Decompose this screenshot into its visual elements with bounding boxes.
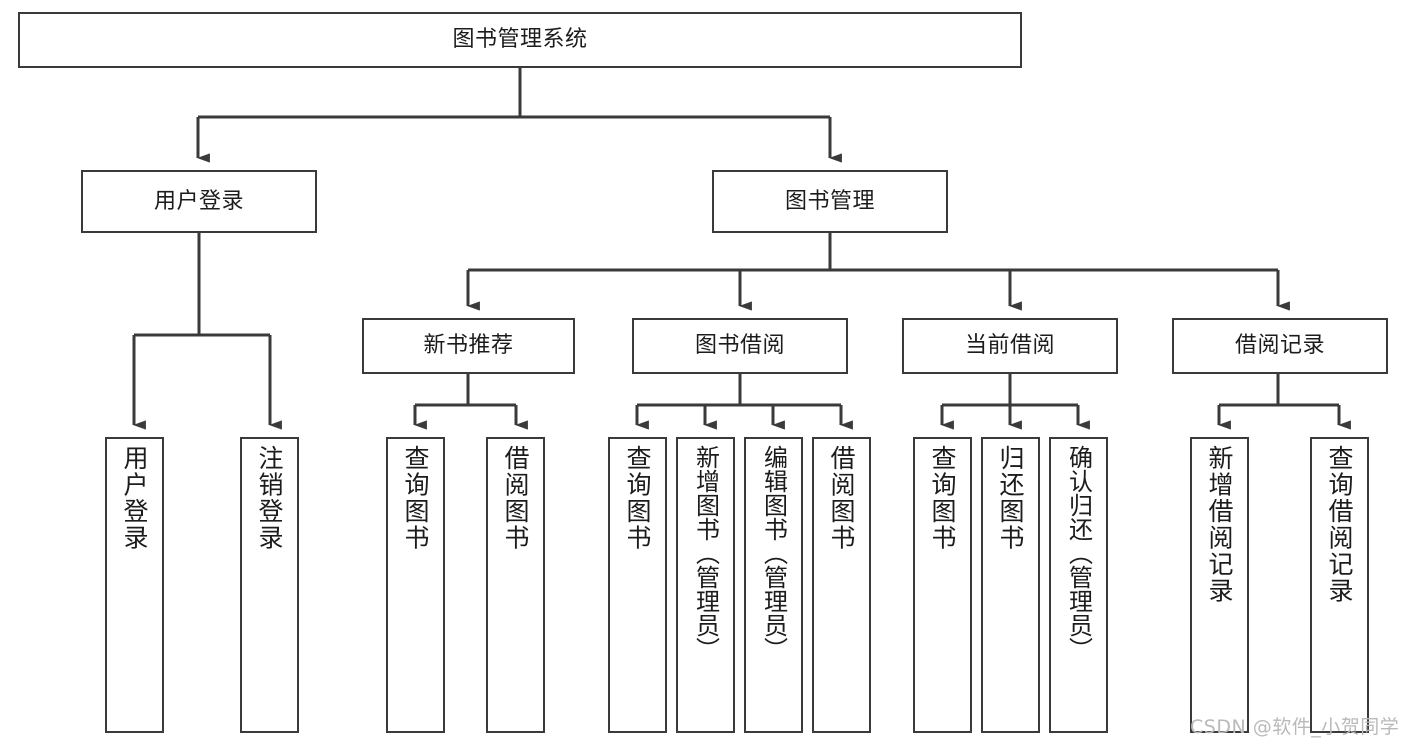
csdn-watermark: CSDN @软件_小贺同学 [1190,716,1400,738]
node-leaf-user-login-label: 用户登录 [120,445,149,551]
node-leaf-add-borrow-record-label: 新增借阅记录 [1205,445,1234,604]
node-book-manage-label: 图书管理 [784,188,875,214]
node-current-borrow[interactable]: 当前借阅 [902,318,1118,374]
node-root[interactable]: 图书管理系统 [18,12,1022,68]
node-user-login-label: 用户登录 [153,188,244,214]
node-root-label: 图书管理系统 [452,27,588,53]
node-leaf-borrow-book-recommend[interactable]: 借阅图书 [486,437,545,733]
node-leaf-add-borrow-record[interactable]: 新增借阅记录 [1190,437,1249,733]
node-leaf-return-book-label: 归还图书 [996,445,1025,551]
node-leaf-query-borrow-record[interactable]: 查询借阅记录 [1310,437,1369,733]
node-book-borrow-label: 图书借阅 [694,333,785,359]
node-borrow-record-label: 借阅记录 [1234,333,1325,359]
node-leaf-query-borrow-record-label: 查询借阅记录 [1325,445,1354,604]
node-leaf-query-book-recommend-label: 查询图书 [401,445,430,551]
node-leaf-confirm-return-admin[interactable]: 确认归还（管理员） [1049,437,1108,733]
node-user-login[interactable]: 用户登录 [81,170,317,233]
node-leaf-confirm-return-admin-label: 确认归还（管理员） [1064,445,1093,661]
node-borrow-record[interactable]: 借阅记录 [1172,318,1388,374]
node-leaf-user-login[interactable]: 用户登录 [105,437,164,733]
node-leaf-return-book[interactable]: 归还图书 [981,437,1040,733]
node-leaf-query-book-borrow[interactable]: 查询图书 [608,437,667,733]
node-book-borrow[interactable]: 图书借阅 [632,318,848,374]
node-leaf-edit-book-admin[interactable]: 编辑图书（管理员） [744,437,803,733]
node-book-manage[interactable]: 图书管理 [712,170,948,233]
node-current-borrow-label: 当前借阅 [964,333,1055,359]
node-leaf-borrow-book-label: 借阅图书 [827,445,856,551]
node-leaf-query-book-current-label: 查询图书 [928,445,957,551]
node-leaf-borrow-book[interactable]: 借阅图书 [812,437,871,733]
node-new-book-recommend-label: 新书推荐 [423,333,514,359]
node-leaf-add-book-admin-label: 新增图书（管理员） [691,445,720,661]
node-leaf-edit-book-admin-label: 编辑图书（管理员） [759,445,788,661]
node-new-book-recommend[interactable]: 新书推荐 [362,318,575,374]
node-leaf-borrow-book-recommend-label: 借阅图书 [501,445,530,551]
node-leaf-logout-login-label: 注销登录 [255,445,284,551]
node-leaf-query-book-recommend[interactable]: 查询图书 [386,437,445,733]
node-leaf-query-book-current[interactable]: 查询图书 [913,437,972,733]
node-leaf-logout-login[interactable]: 注销登录 [240,437,299,733]
node-leaf-query-book-borrow-label: 查询图书 [623,445,652,551]
node-leaf-add-book-admin[interactable]: 新增图书（管理员） [676,437,735,733]
